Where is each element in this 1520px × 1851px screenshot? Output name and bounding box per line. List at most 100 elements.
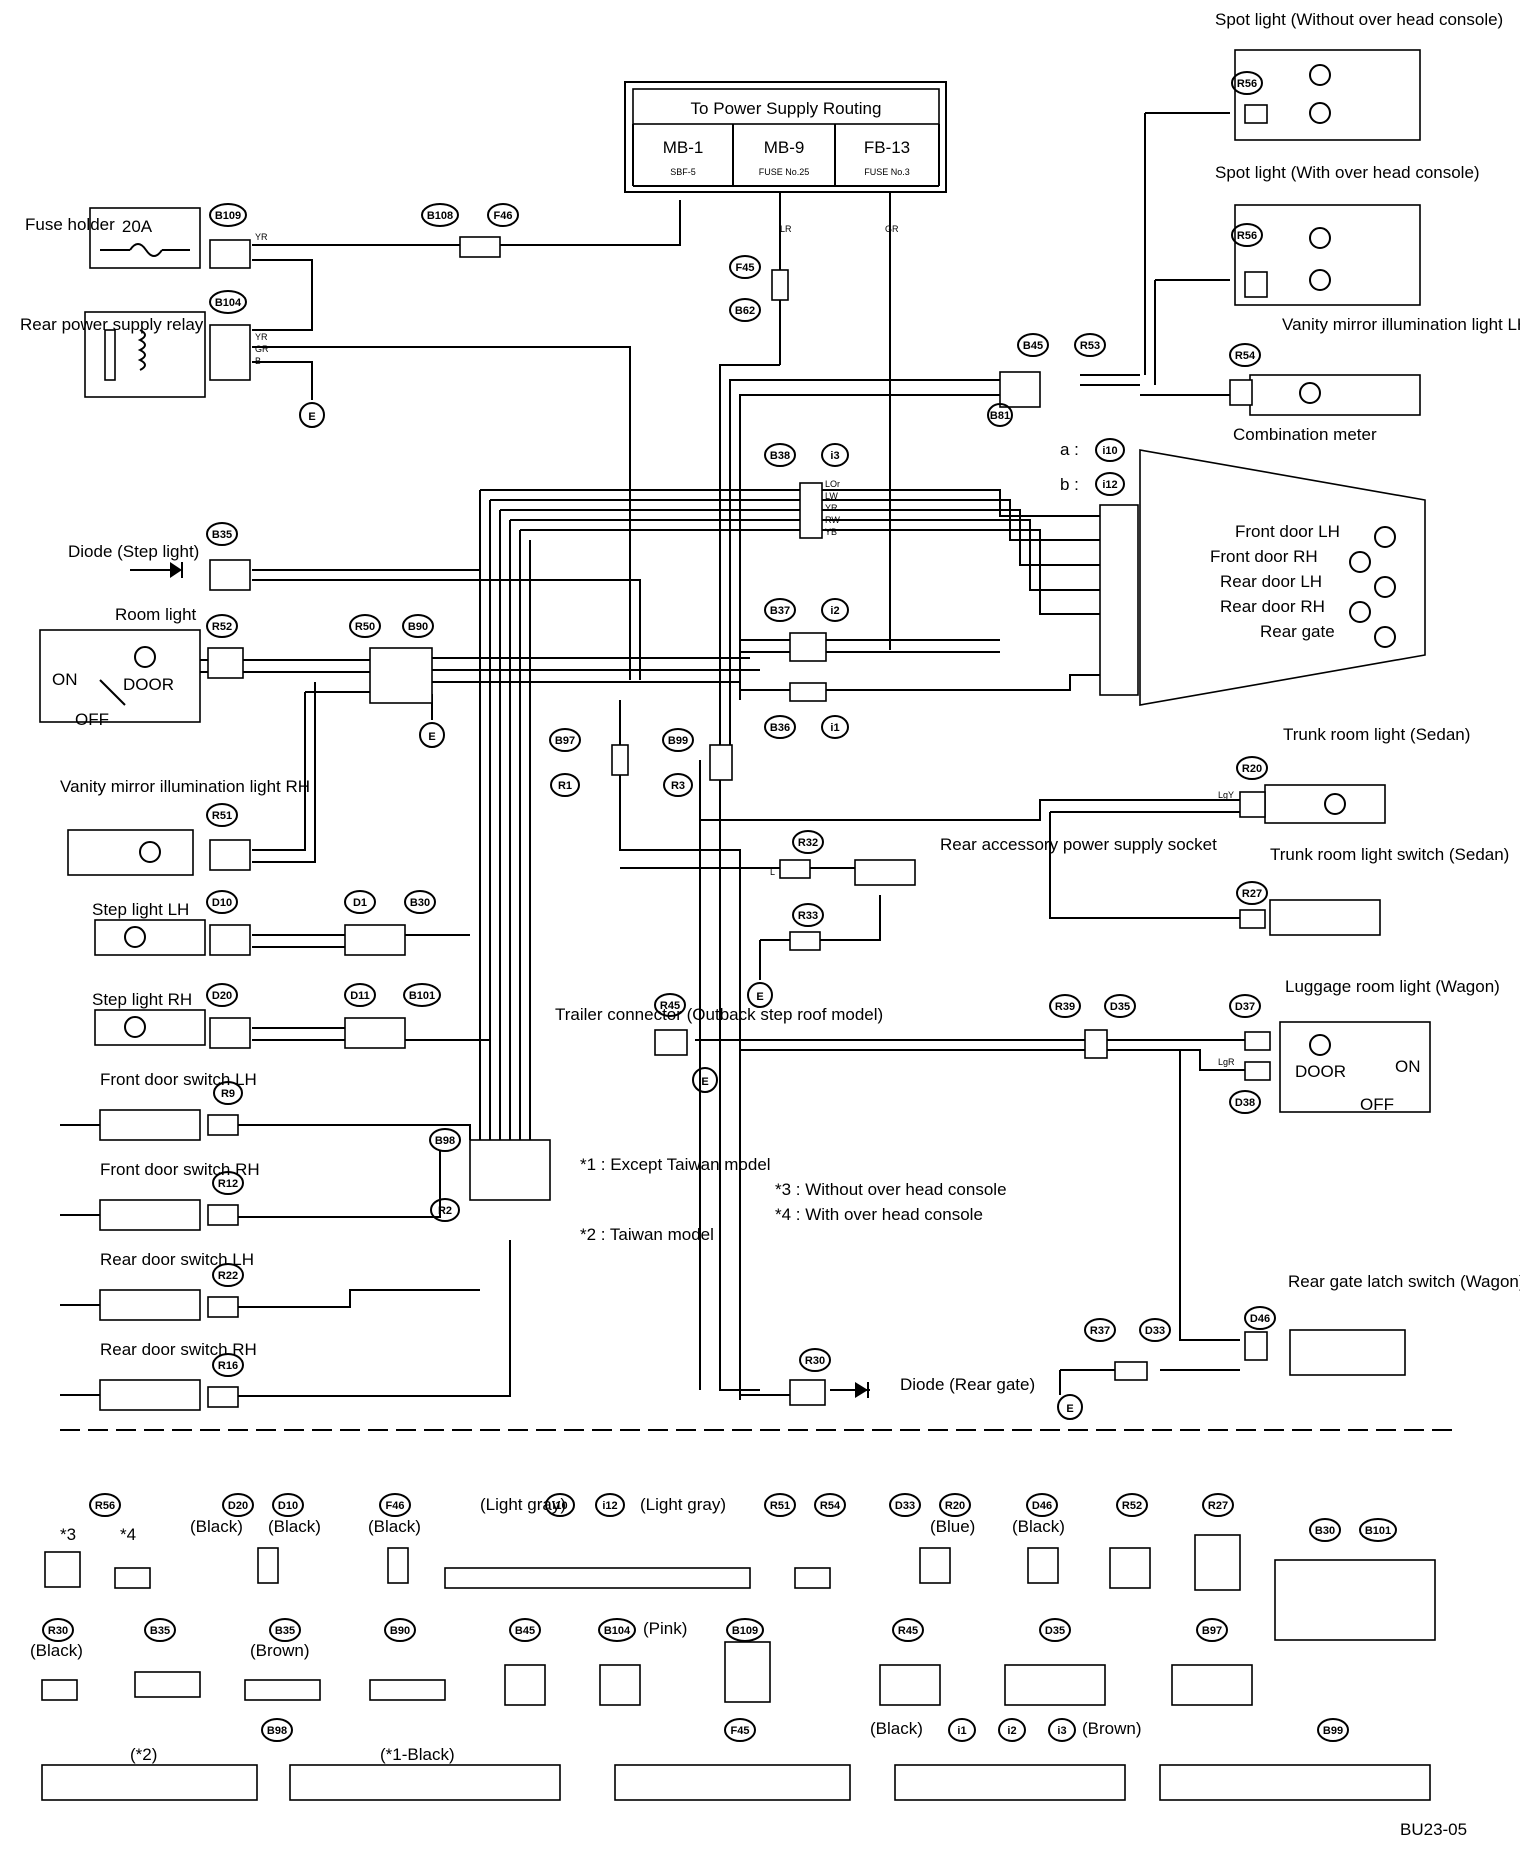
meter-item-0: Front door LH — [1235, 522, 1340, 541]
legend-B30: B30 — [1315, 1525, 1335, 1537]
wire-yr-3: YR — [825, 503, 838, 513]
legend-D46: D46 — [1032, 1500, 1052, 1512]
ground-e-1: E — [308, 411, 315, 423]
spot-without-label: Spot light (Without over head console) — [1215, 10, 1503, 29]
conn-R1: R1 — [558, 780, 572, 792]
rear-door-switch-lh-group: Rear door switch LH — [60, 1250, 254, 1321]
legend-i3-brown: (Brown) — [1082, 1719, 1142, 1738]
luggage-label: Luggage room light (Wagon) — [1285, 977, 1500, 996]
conn-R56-b: R56 — [1237, 230, 1257, 242]
legend-R51: R51 — [770, 1500, 790, 1512]
legend-R54: R54 — [820, 1500, 841, 1512]
connector-legend: R56 *3 *4 D20 D10 (Black) (Black) F46 (B… — [30, 1493, 1436, 1801]
conn-B101: B101 — [409, 990, 435, 1002]
latch-switch-group: Rear gate latch switch (Wagon) — [1288, 1272, 1520, 1376]
vanity-rh-label: Vanity mirror illumination light RH — [60, 777, 310, 796]
wire-yr-1: YR — [255, 232, 268, 242]
conn-B90: B90 — [408, 621, 428, 633]
legend-F45: F45 — [731, 1725, 750, 1737]
legend-B109: B109 — [732, 1625, 758, 1637]
conn-R30: R30 — [805, 1355, 825, 1367]
ground-e-3: E — [756, 991, 763, 1003]
legend-r30-black: (Black) — [30, 1641, 83, 1660]
step-lh-group: Step light LH — [92, 900, 206, 956]
ground-e-2: E — [428, 731, 435, 743]
legend-i12: i12 — [602, 1500, 617, 1512]
conn-B104: B104 — [215, 297, 242, 309]
diode-step-label: Diode (Step light) — [68, 542, 199, 561]
conn-D38: D38 — [1235, 1097, 1255, 1109]
conn-R53: R53 — [1080, 340, 1100, 352]
legend-i3: i3 — [1057, 1725, 1066, 1737]
luggage-door: DOOR — [1295, 1062, 1346, 1081]
conn-R51: R51 — [212, 810, 232, 822]
power-routing-title: To Power Supply Routing — [691, 99, 882, 118]
trunk-switch-label: Trunk room light switch (Sedan) — [1270, 845, 1509, 864]
conn-R9: R9 — [221, 1088, 235, 1100]
power-supply-routing-box: To Power Supply Routing MB-1 SBF-5 MB-9 … — [624, 81, 947, 193]
rear-relay-label: Rear power supply relay — [20, 315, 204, 334]
wire-lw-1: LW — [825, 491, 838, 501]
diode-step-group: Diode (Step light) — [68, 542, 199, 578]
latch-label: Rear gate latch switch (Wagon) — [1288, 1272, 1520, 1291]
note-4: *4 : With over head console — [775, 1205, 983, 1224]
legend-d10-black: (Black) — [268, 1517, 321, 1536]
front-door-switch-lh-group: Front door switch LH — [60, 1070, 257, 1141]
legend-i10-gray: (Light gray) — [480, 1495, 566, 1514]
combination-meter-group: Combination meter a : b : Front door LH … — [1060, 425, 1426, 706]
fuse-holder-label: Fuse holder — [25, 215, 115, 234]
legend-d46-black: (Black) — [1012, 1517, 1065, 1536]
ground-symbols: E E E E E — [299, 402, 1083, 1420]
conn-R33: R33 — [798, 910, 818, 922]
legend-B101: B101 — [1365, 1525, 1391, 1537]
conn-i3: i3 — [830, 450, 839, 462]
power-col-fb13: FB-13 — [864, 138, 910, 157]
wire-gr-2: GR — [885, 224, 899, 234]
legend-R30: R30 — [48, 1625, 68, 1637]
legend-D10: D10 — [278, 1500, 298, 1512]
conn-R20: R20 — [1242, 763, 1262, 775]
fd-sw-rh-label: Front door switch RH — [100, 1160, 260, 1179]
meter-item-4: Rear gate — [1260, 622, 1335, 641]
rd-sw-rh-label: Rear door switch RH — [100, 1340, 257, 1359]
conn-R37: R37 — [1090, 1325, 1110, 1337]
luggage-on: ON — [1395, 1057, 1421, 1076]
wire-lgr-1: LgR — [1218, 1057, 1235, 1067]
wire-b-1: B — [255, 356, 261, 366]
legend-i2: i2 — [1007, 1725, 1016, 1737]
luggage-light-group: Luggage room light (Wagon) ON OFF DOOR — [1279, 977, 1500, 1114]
conn-i1: i1 — [830, 722, 839, 734]
legend-B99: B99 — [1323, 1725, 1343, 1737]
vanity-lh-label: Vanity mirror illumination light LH — [1282, 315, 1520, 334]
conn-D11: D11 — [350, 990, 370, 1002]
spot-with-label: Spot light (With over head console) — [1215, 163, 1480, 182]
rd-sw-lh-label: Rear door switch LH — [100, 1250, 254, 1269]
room-light-label: Room light — [115, 605, 197, 624]
vanity-lh-group: Vanity mirror illumination light LH — [1249, 315, 1520, 416]
room-light-door: DOOR — [123, 675, 174, 694]
rear-door-switch-rh-group: Rear door switch RH — [60, 1340, 257, 1411]
conn-B98: B98 — [435, 1135, 455, 1147]
legend-D20: D20 — [228, 1500, 248, 1512]
wire-gr-1: GR — [255, 344, 269, 354]
pin-blocks — [207, 104, 1271, 1408]
conn-R39: R39 — [1055, 1001, 1075, 1013]
ground-e-5: E — [1066, 1403, 1073, 1415]
conn-D33: D33 — [1145, 1325, 1165, 1337]
conn-B99: B99 — [668, 735, 688, 747]
legend-r20-blue: (Blue) — [930, 1517, 975, 1536]
conn-B36: B36 — [770, 722, 790, 734]
rear-socket-label: Rear accessory power supply socket — [940, 835, 1217, 854]
fuse-rating: 20A — [122, 217, 153, 236]
conn-R2: R2 — [438, 1205, 452, 1217]
rear-socket-group: Rear accessory power supply socket — [854, 835, 1217, 886]
conn-B45: B45 — [1023, 340, 1043, 352]
conn-R12: R12 — [218, 1178, 238, 1190]
legend-B35: B35 — [275, 1625, 295, 1637]
conn-D37: D37 — [1235, 1001, 1255, 1013]
power-col-mb9: MB-9 — [764, 138, 805, 157]
room-light-off: OFF — [75, 710, 109, 729]
conn-R16: R16 — [218, 1360, 238, 1372]
legend-b104-pink: (Pink) — [643, 1619, 687, 1638]
